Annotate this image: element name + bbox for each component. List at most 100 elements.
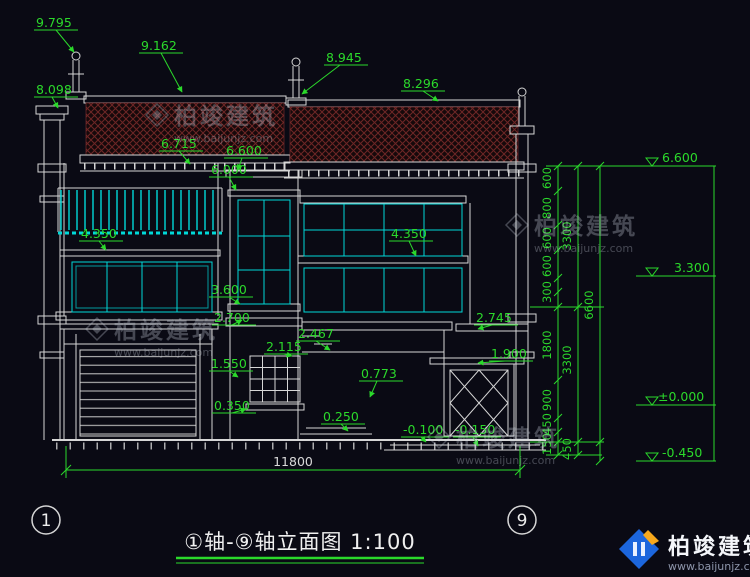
svg-text:柏竣建筑: 柏竣建筑 (114, 317, 218, 344)
dim-4350-left: 4.350 (79, 226, 123, 251)
svg-text:0.773: 0.773 (361, 366, 397, 381)
dim-3600: 3.600 (209, 282, 253, 305)
brand-url: www.baijunjz.com (668, 560, 750, 573)
svg-text:柏竣建筑: 柏竣建筑 (174, 103, 278, 130)
dim-8296: 8.296 (401, 76, 445, 102)
brand-logo-icon (619, 529, 659, 569)
svg-text:6.715: 6.715 (161, 136, 197, 151)
level-mid: 3.300 (636, 260, 716, 277)
right-upper-window (303, 203, 463, 257)
svg-text:600: 600 (540, 167, 554, 189)
svg-text:-0.100: -0.100 (403, 422, 443, 437)
svg-text:2.745: 2.745 (476, 310, 512, 325)
svg-text:900: 900 (540, 389, 554, 411)
watermark-2: 柏竣建筑 www.baijunjz.com (505, 213, 638, 255)
center-finial (285, 57, 307, 106)
level-zero: ±0.000 (636, 389, 716, 406)
building-structure (35, 51, 546, 451)
svg-text:6.600: 6.600 (662, 150, 698, 165)
right-lower-window (303, 267, 463, 313)
svg-text:3.600: 3.600 (211, 282, 247, 297)
dim-0350: 0.350 (212, 398, 256, 414)
svg-text:2.467: 2.467 (298, 326, 334, 341)
level-base: -0.450 (636, 445, 716, 462)
dim-minus-0100: -0.100 (401, 422, 449, 443)
dim-6000: 6.000 (209, 162, 253, 191)
dim-9162: 9.162 (139, 38, 183, 93)
drawing-title: ①轴-⑨轴立面图 1:100 (176, 530, 424, 564)
svg-text:3300: 3300 (560, 345, 574, 374)
svg-text:450: 450 (540, 413, 554, 435)
svg-text:4.350: 4.350 (391, 226, 427, 241)
svg-text:www.baijunjz.com: www.baijunjz.com (456, 454, 555, 467)
svg-text:www.baijunjz.com: www.baijunjz.com (534, 242, 633, 255)
svg-text:1.550: 1.550 (211, 356, 247, 371)
dim-minus-0150: -0.150 (453, 422, 501, 447)
svg-text:9.162: 9.162 (141, 38, 177, 53)
svg-text:6.600: 6.600 (226, 143, 262, 158)
dim-8945: 8.945 (301, 50, 368, 95)
svg-text:1: 1 (41, 511, 52, 531)
svg-text:1.900: 1.900 (491, 346, 527, 361)
dim-6715: 6.715 (159, 136, 203, 165)
dim-2700: 2.700 (212, 310, 256, 326)
garage (63, 329, 213, 440)
watermark-logo-icon (505, 213, 529, 237)
entry-door (443, 363, 515, 437)
svg-text:9: 9 (517, 511, 528, 531)
svg-text:柏竣建筑: 柏竣建筑 (534, 213, 638, 240)
watermark-4: 柏竣建筑 www.baijunjz.com (427, 425, 560, 467)
stair-window-and-steps (245, 335, 372, 435)
svg-text:1800: 1800 (540, 330, 554, 359)
svg-text:±0.000: ±0.000 (658, 389, 704, 404)
svg-text:300: 300 (540, 281, 554, 303)
svg-text:www.baijunjz.com: www.baijunjz.com (174, 132, 273, 145)
dim-2467: 2.467 (296, 326, 340, 351)
svg-text:www.baijunjz.com: www.baijunjz.com (114, 346, 213, 359)
dim-9795: 9.795 (34, 15, 78, 53)
svg-text:3300: 3300 (560, 221, 574, 250)
svg-text:150: 150 (540, 433, 554, 455)
right-dimension-chain: 600 800 600 600 300 1800 900 450 150 330… (530, 150, 716, 466)
left-wing (55, 163, 223, 330)
svg-text:2.115: 2.115 (266, 339, 302, 354)
left-roof (79, 95, 291, 172)
dim-0773: 0.773 (359, 366, 403, 398)
watermark-1: 柏竣建筑 www.baijunjz.com (145, 103, 278, 145)
svg-text:4.350: 4.350 (81, 226, 117, 241)
svg-text:9.795: 9.795 (36, 15, 72, 30)
dim-4350-right: 4.350 (389, 226, 433, 257)
svg-text:8.296: 8.296 (403, 76, 439, 91)
svg-text:800: 800 (540, 197, 554, 219)
svg-text:-0.150: -0.150 (455, 422, 495, 437)
dim-1550: 1.550 (209, 356, 253, 378)
left-finial (65, 51, 87, 100)
stair-tower (225, 169, 303, 440)
stair-tower-window (237, 199, 291, 305)
svg-text:2.700: 2.700 (214, 310, 250, 325)
dim-2115: 2.115 (264, 339, 308, 358)
svg-text:0.350: 0.350 (214, 398, 250, 413)
ground-line (52, 439, 546, 451)
svg-text:柏竣建筑: 柏竣建筑 (456, 425, 560, 452)
dim-1900: 1.900 (477, 346, 533, 366)
axis-bubble-right: 9 (507, 505, 537, 535)
svg-text:450: 450 (560, 438, 574, 460)
brand-footer: 柏竣建筑 www.baijunjz.com (619, 529, 750, 573)
right-finial (509, 87, 535, 135)
svg-text:8.098: 8.098 (36, 82, 72, 97)
windows-and-awning (58, 190, 463, 313)
dim-0250: 0.250 (321, 409, 365, 432)
dim-6600-center: 6.600 (224, 143, 268, 171)
svg-text:①轴-⑨轴立面图 1:100: ①轴-⑨轴立面图 1:100 (184, 530, 415, 554)
svg-text:11800: 11800 (273, 454, 313, 469)
dimension-ticks (553, 161, 605, 466)
bottom-width-dimension: 11800 (60, 446, 526, 478)
left-gate-pillar (35, 105, 69, 440)
svg-text:0.250: 0.250 (323, 409, 359, 424)
svg-text:6600: 6600 (582, 290, 596, 319)
svg-text:6.000: 6.000 (211, 162, 247, 177)
dim-2745: 2.745 (474, 310, 518, 331)
